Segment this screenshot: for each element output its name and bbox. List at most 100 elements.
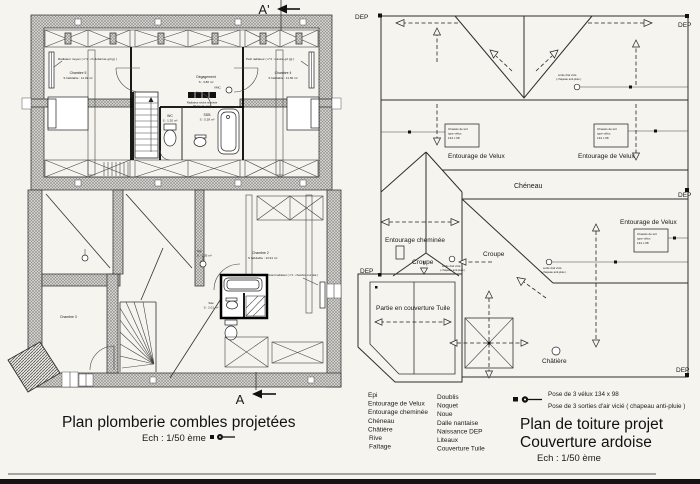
dep-top-right: DEP (678, 22, 691, 29)
roof-labels: Entourage de Velux Entourage de Velux En… (385, 153, 677, 266)
degagement-label: Dégagement (196, 75, 215, 79)
vmc-symbol (225, 86, 233, 94)
cheneau-label: Chéneau (514, 183, 543, 190)
chambre4-area: S habitable : 11.50 m² (268, 76, 297, 80)
chatiere-symbol: Châtière (542, 346, 567, 365)
partie-tuile-label: Partie en couverture Tuile (376, 305, 450, 312)
roof-legend: Epi Entourage de Velux Entourage cheminé… (368, 392, 485, 453)
velux2-l3: 134 x 98 (597, 136, 609, 140)
air-vent-lower-note-1: sortie d'air vicié (543, 266, 562, 270)
sde-label: Sde (208, 301, 214, 305)
legend-dalle-nantaise: Dalle nantaise (437, 420, 479, 427)
air-vent-top-note-2: ( chapeau anti-pluie ) (556, 77, 581, 81)
section-label-a-prime: A' (258, 2, 269, 17)
chambre5-area: S habitable : 11.03 m² (63, 76, 92, 80)
section-marker-bottom: A (236, 372, 276, 407)
wc-toilet (163, 123, 177, 147)
sgt-area: S : 1.35 m² (197, 254, 212, 258)
sdb-label: SDB (204, 113, 212, 117)
roof-outline (380, 15, 689, 378)
radiator-left (48, 51, 63, 89)
left-plan-scale: Ech : 1/50 ème (142, 433, 206, 444)
legend-noue: Noue (437, 411, 453, 418)
dep-mid-right: DEP (678, 192, 691, 199)
dep-bottom-right: DEP (676, 367, 689, 374)
pose-sorties-note: Pose de 3 sorties d'air vicié ( chapeau … (548, 403, 685, 410)
bed-chambre5 (47, 96, 89, 131)
velux3-l2: type vélux (637, 237, 651, 241)
left-plan-texts: Radiateur moyen ( n°2 : ch débarras gd (… (58, 57, 318, 319)
legend-entourage-cheminee: Entourage cheminée (368, 409, 428, 416)
roof-joist-band-bottom (44, 159, 319, 178)
chimney (395, 245, 405, 260)
right-plan-title-2: Couverture ardoise (520, 434, 652, 451)
roof-slope-lines (45, 193, 225, 379)
legend-doublis: Doublis (437, 394, 459, 401)
air-vent-wing-note-2: ( chapeau anti-pluie ) (440, 268, 465, 272)
doors-upper (115, 67, 259, 161)
chambre2-area: S habitable : 13.91 m² (248, 256, 277, 260)
velux3-l1: Chassis de toit (637, 232, 657, 236)
staircase-winder (119, 301, 157, 372)
radiator-chambre2 (302, 277, 326, 309)
sdb-bathtub (217, 108, 240, 155)
velux2-l1: Chassis de toit (597, 127, 617, 131)
right-plan-scale: Ech : 1/50 ème (537, 453, 601, 464)
legend-rive: Rive (369, 435, 382, 442)
joist-bands-lower (224, 195, 324, 368)
tile-section: Partie en couverture Tuile (357, 273, 463, 383)
scan-edge (0, 479, 700, 484)
vmc-label: VMC (214, 86, 222, 90)
legend-couverture-tuile: Couverture Tuile (437, 446, 485, 453)
dep-top-left: DEP (355, 14, 368, 21)
air-vent-wing-note-1: sortie d'air vicié (442, 264, 461, 268)
air-vent-lower: sortie d'air vicié ( chapeau anti-pluie … (541, 258, 688, 274)
legend-chatiere: Châtière (368, 426, 393, 433)
legend-noquet: Noquet (437, 403, 458, 410)
seche-serviette-note-1: Radiateur sèche serviette (187, 101, 218, 105)
section-label-a: A (236, 392, 245, 407)
entourage-cheminee-label: Entourage cheminée (385, 237, 445, 244)
doors-lower (89, 263, 241, 371)
legend-faitage: Faîtage (369, 444, 391, 451)
bed-chambre4 (286, 96, 320, 131)
scale-symbol-left (210, 434, 235, 440)
dep-markers: DEP DEP DEP DEP DEP (355, 13, 691, 377)
entourage-velux-3: Entourage de Velux (620, 219, 677, 226)
chambre5-label: Chambre 5 (70, 71, 87, 75)
roof-joist-band-top (44, 29, 319, 48)
skylight-box (449, 290, 529, 379)
velux-box-2: Chassis de toit type vélux 134 x 98 (593, 123, 688, 148)
chambre2-label: Chambre 2 (252, 251, 269, 255)
entourage-velux-2: Entourage de Velux (578, 153, 635, 160)
walls (21, 14, 342, 388)
chambre3-label: Chambre 3 (60, 315, 77, 319)
seche-serviette-note-2: 50 cm, H : 1 m (193, 104, 211, 108)
left-plan-title: Plan plomberie combles projetées (62, 414, 296, 431)
wc-area: S : 1.20 m² (163, 119, 178, 123)
velux2-l2: type vélux (597, 132, 611, 136)
legend-epi: Epi (368, 392, 377, 399)
croupe-label-2: Croupe (483, 251, 505, 258)
sdb-washbasin (193, 134, 207, 147)
attic-ladder (103, 162, 129, 176)
staircase-upper (132, 91, 159, 160)
wc-label: WC (167, 114, 173, 118)
toilet-lower (224, 319, 238, 341)
scale-symbol-right (513, 396, 542, 403)
legend-naissance-dep: Naissance DEP (437, 428, 483, 435)
grand-radiateur-note: Grand radiateur ( n°1 : chambre mur plat… (268, 273, 318, 277)
entourage-velux-1: Entourage de Velux (448, 153, 505, 160)
legend-entourage-velux: Entourage de Velux (368, 401, 425, 408)
air-vent-top-note-1: sortie d'air vicié (558, 73, 577, 77)
chambre4-label: Chambre 4 (275, 71, 292, 75)
velux-box-1: Chassis de toit type vélux 134 x 98 (381, 123, 480, 148)
croupe-label-1: Croupe (412, 259, 434, 266)
pose-velux-note: Pose de 3 vélux 134 x 98 (548, 391, 619, 398)
chatiere-label: Châtière (542, 358, 567, 365)
legend-liteaux: Liteaux (437, 437, 459, 444)
bay-window (7, 341, 94, 393)
air-vent-wing: sortie d'air vicié ( chapeau anti-pluie … (440, 255, 465, 272)
sdb-area: S : 5.28 m² (200, 118, 215, 122)
